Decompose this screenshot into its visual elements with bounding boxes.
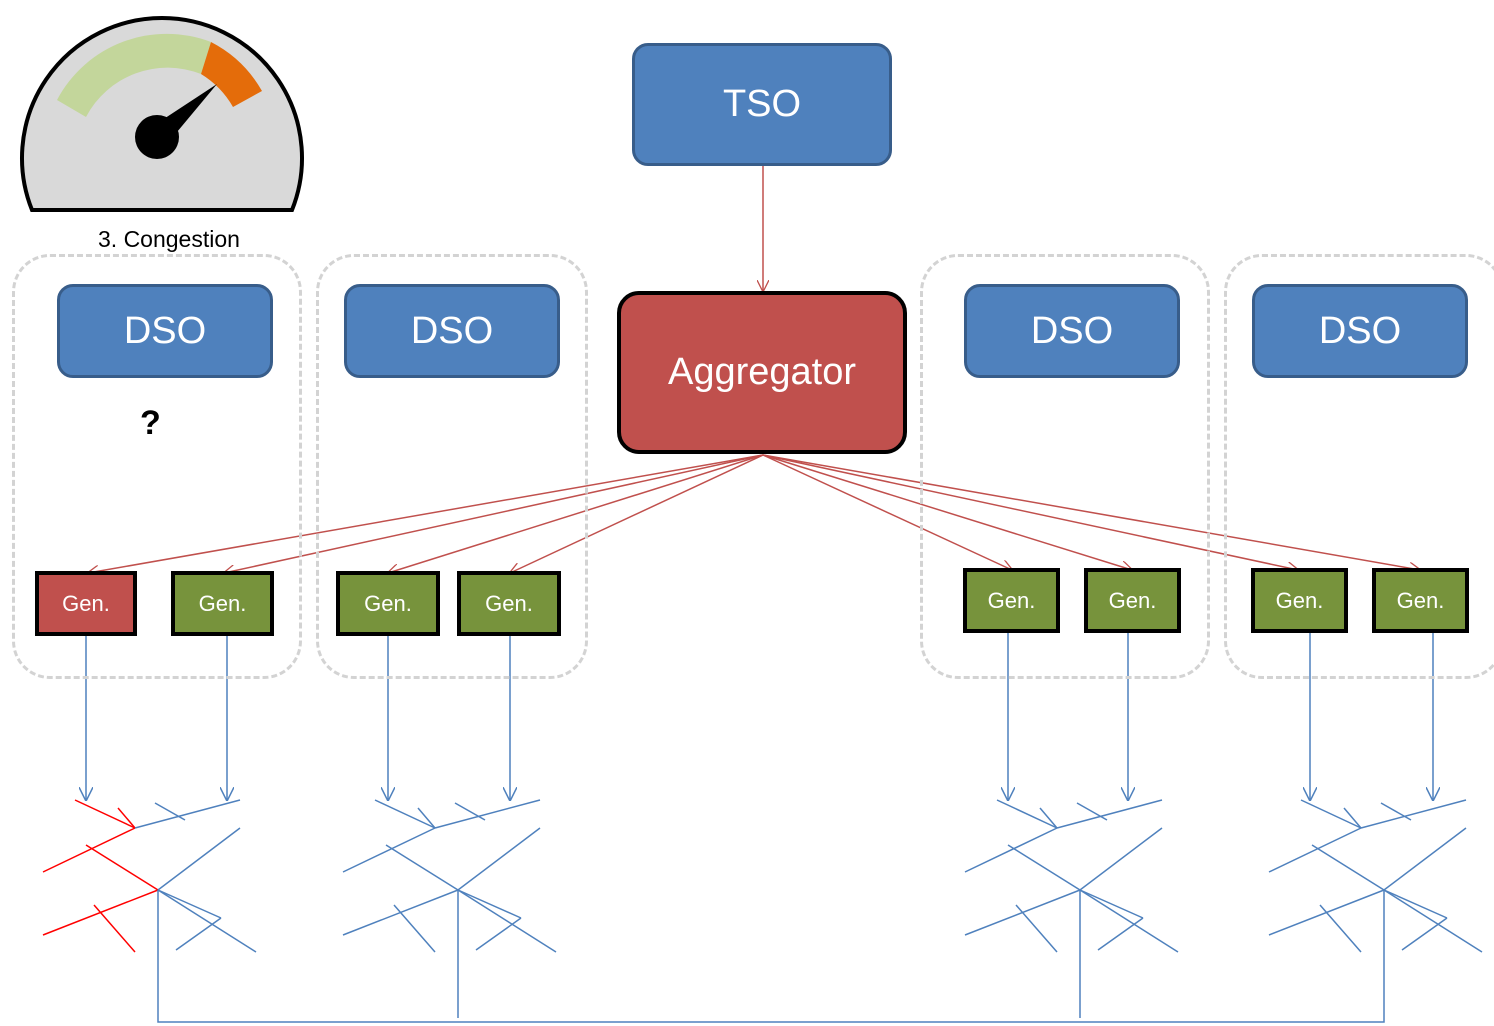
distribution-network-4 (1268, 799, 1483, 1018)
dso-region-4 (1224, 254, 1494, 679)
dso-box-3[interactable]: DSO (964, 284, 1180, 378)
generator[interactable]: Gen. (1084, 568, 1181, 633)
generator[interactable]: Gen. (1251, 568, 1348, 633)
dso-box-1[interactable]: DSO (57, 284, 273, 378)
dso-region-2 (316, 254, 588, 679)
generator[interactable]: Gen. (457, 571, 561, 636)
distribution-network-2 (342, 799, 557, 1018)
generator[interactable]: Gen. (171, 571, 274, 636)
gauge-hub (135, 115, 179, 159)
dso-box-4[interactable]: DSO (1252, 284, 1468, 378)
unknown-status-note: ? (140, 404, 161, 442)
dso-box-2[interactable]: DSO (344, 284, 560, 378)
dso-region-1 (12, 254, 302, 679)
distribution-network-3 (964, 799, 1179, 1018)
generator-congested[interactable]: Gen. (35, 571, 137, 636)
aggregator-box[interactable]: Aggregator (617, 291, 907, 454)
power-flow-arrows (86, 632, 1433, 800)
dso-region-3 (920, 254, 1210, 679)
generator[interactable]: Gen. (963, 568, 1060, 633)
gauge-normal-band (57, 33, 211, 117)
distribution-network-1 (42, 799, 257, 1018)
generator[interactable]: Gen. (336, 571, 440, 636)
gauge-alert-band (201, 42, 262, 107)
tso-box[interactable]: TSO (632, 43, 892, 166)
congestion-gauge-icon (20, 16, 304, 212)
interconnection-line (157, 1018, 1385, 1023)
congestion-caption: 3. Congestion (98, 226, 240, 252)
generator[interactable]: Gen. (1372, 568, 1469, 633)
congested-network-segment (42, 799, 159, 953)
